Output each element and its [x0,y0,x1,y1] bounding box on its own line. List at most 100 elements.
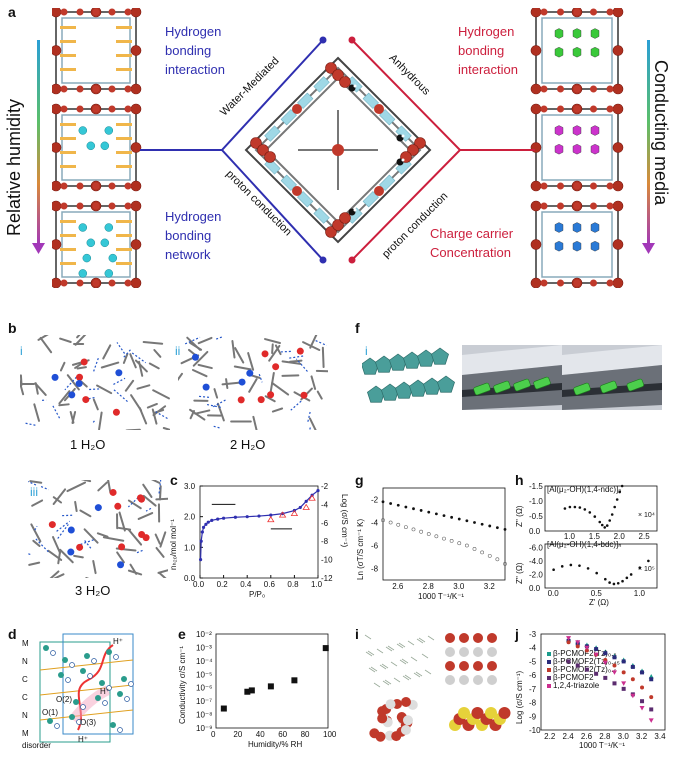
atom-sphere [401,697,411,707]
mof-cage [531,104,623,191]
impedance-point [595,572,598,575]
oxygen-atom [607,106,614,113]
oxygen-atom [272,363,279,370]
pentagon-block [362,358,379,374]
oxygen-atom [61,9,68,16]
bond-stick [156,548,163,557]
data-point [412,507,415,510]
x-tick-label: 2.4 [563,732,575,741]
data-point [621,681,626,686]
pentagon-block [403,352,420,368]
disorder-label: disorder [22,741,51,750]
guest-molecule [591,144,599,154]
isotherm-point [299,506,302,509]
guest-molecule [591,126,599,136]
impedance-point [598,521,601,524]
data-point [435,535,438,538]
y-tick-label: -9 [529,712,537,721]
legend-marker [547,684,551,688]
anion-atom [354,209,357,212]
oxygen-atom [114,503,121,510]
oxygen-atom [531,8,541,17]
linker [116,262,132,265]
y-tick-label: 10⁻⁸ [196,711,213,720]
bond-stick [272,383,288,395]
oxygen-atom [607,183,614,190]
structure-3h2o [28,480,168,578]
data-point [473,521,476,524]
oxygen-atom [574,9,581,16]
y-tick-label: -4 [371,519,379,528]
isotherm-point [210,519,213,522]
linker [60,137,76,140]
anion-atom [354,85,357,88]
bond-stick [126,381,133,391]
oxygen-atom [93,203,100,210]
atom-sphere [473,633,483,643]
h-plus-label: H⁺ [113,637,123,646]
pentagon-block [389,354,406,370]
crystal-renders [360,630,515,752]
x-tick-label: 1.0 [634,589,646,598]
y-tick-label: -8 [529,699,537,708]
oxygen-atom [52,240,61,250]
data-point [420,509,423,512]
bond-stick [33,541,39,546]
oxygen-atom [81,358,88,365]
hydrogen-bond [93,358,98,373]
data-point [496,558,499,561]
metal-atom [69,714,75,720]
data-point [631,665,635,669]
linker [60,123,76,126]
linker [116,165,132,168]
water-molecule [105,224,113,232]
bond-stick [98,533,108,536]
y-tick-label: 10⁻² [196,630,212,639]
hydrogen-bond [28,550,30,554]
linker [116,40,132,43]
oxygen-atom [332,144,344,156]
bond-stick [142,480,159,483]
hydrogen-bond [117,342,125,353]
hydrogen-bond [57,521,70,531]
oxygen-atom [125,86,132,93]
metal-atom [58,672,64,678]
metal-atom [43,645,49,651]
impedance-point [593,515,596,518]
y2-tick-label: -6 [321,519,329,528]
atom-sphere [445,633,455,643]
nitrogen-atom [76,380,83,387]
impedance-point [587,567,590,570]
linker [116,26,132,29]
bond-stick [137,385,149,388]
hydrogen-bond [137,550,144,553]
impedance-point [606,524,609,527]
y-tick-label: 0.0 [529,584,541,593]
lattice-line [425,670,431,674]
linker [116,151,132,154]
anion-atom [402,159,405,162]
plot-frame [200,486,318,578]
water-oxygen [70,663,75,668]
x-axis-label: 1000 T⁻¹/K⁻¹ [418,592,464,601]
guest-molecule [555,223,563,233]
data-point [649,718,654,723]
x-tick-label: 100 [323,730,337,739]
y-tick-label: -6 [371,542,379,551]
bond-stick [144,496,156,506]
impedance-point [552,568,555,571]
atom-sphere [391,731,401,741]
panel-i-letter: i [355,626,359,642]
water-molecule [79,224,87,232]
atom-sphere [487,675,497,685]
y2-tick-label: -12 [321,574,333,583]
y-tick-label: -1.5 [529,482,543,491]
pentagon-block [409,380,426,396]
impedance-point [647,560,650,563]
o1-label: O(1) [42,708,58,717]
isotherm-point [216,518,219,521]
data-point [603,676,607,680]
oxygen-atom [531,278,541,288]
oxygen-atom [613,104,623,114]
data-point [567,659,571,663]
